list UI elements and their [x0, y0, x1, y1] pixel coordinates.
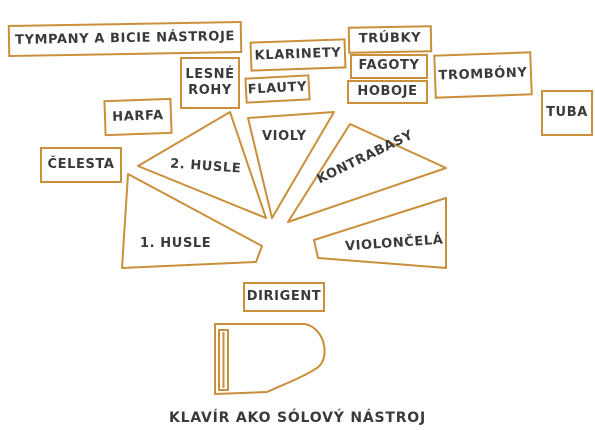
celesta-box: ČELESTA — [40, 147, 122, 183]
trombony-box: TROMBÓNY — [433, 51, 532, 98]
flauty-label: FLAUTY — [247, 79, 307, 98]
klarinety-box: KLARINETY — [250, 38, 347, 71]
tympany-label: TYMPANY A BICIE NÁSTROJE — [15, 29, 235, 49]
tuba-box: TUBA — [541, 90, 593, 136]
lesne-rohy-box: LESNÉ ROHY — [180, 57, 240, 109]
section-double-basses — [288, 124, 446, 222]
dirigent-box: DIRIGENT — [243, 282, 325, 312]
flauty-box: FLAUTY — [244, 74, 310, 103]
hoboje-box: HOBOJE — [347, 80, 428, 104]
fagoty-box: FAGOTY — [350, 54, 428, 79]
celesta-label: ČELESTA — [47, 157, 114, 173]
klarinety-label: KLARINETY — [254, 45, 341, 64]
trombony-label: TROMBÓNY — [438, 65, 527, 84]
violy-label: VIOLY — [262, 129, 307, 144]
trubky-box: TRÚBKY — [348, 25, 432, 53]
husle1-label: 1. HUSLE — [140, 236, 211, 251]
tuba-label: TUBA — [546, 105, 588, 121]
piano-caption: KLAVÍR AKO SÓLOVÝ NÁSTROJ — [0, 410, 595, 426]
dirigent-label: DIRIGENT — [247, 289, 322, 305]
lesne-rohy-label-line2: ROHY — [188, 83, 232, 99]
hoboje-label: HOBOJE — [357, 84, 417, 100]
fagoty-label: FAGOTY — [358, 58, 419, 74]
harfa-label: HARFA — [112, 108, 164, 126]
lesne-rohy-label-line1: LESNÉ — [185, 67, 234, 83]
trubky-label: TRÚBKY — [359, 31, 422, 48]
harfa-box: HARFA — [103, 98, 172, 136]
tympany-box: TYMPANY A BICIE NÁSTROJE — [8, 21, 243, 57]
grand-piano-icon — [205, 318, 335, 398]
